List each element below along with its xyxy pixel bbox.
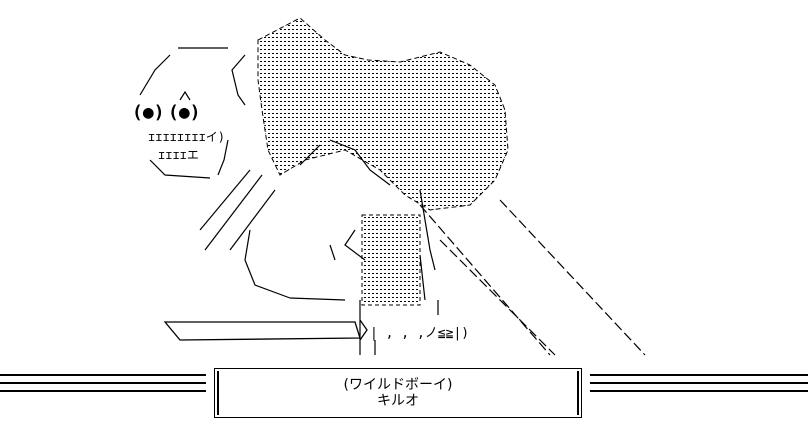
hands-gripping: | , , ,ノ≦≧|) [370, 326, 470, 341]
teeth-bottom: ɪɪɪɪエ [158, 148, 199, 162]
left-triple-rule [0, 374, 206, 400]
face-outline [139, 47, 246, 179]
teeth-top: ɪɪɪɪɪɪɪɪイ) [148, 130, 226, 144]
caption-name: キルオ [377, 393, 419, 409]
left-eye-icon: (●) [132, 102, 165, 123]
legs [361, 214, 421, 306]
speed-lines [419, 199, 646, 356]
right-eye-icon: (●) [168, 102, 201, 123]
caption-box: (ワイルドボーイ) キルオ [214, 368, 582, 418]
foot-marks [359, 300, 439, 355]
body-outline [199, 139, 436, 301]
knife-blade [163, 319, 368, 341]
hair [257, 17, 509, 211]
right-triple-rule [590, 374, 808, 400]
caption-subtitle: (ワイルドボーイ) [343, 377, 453, 393]
